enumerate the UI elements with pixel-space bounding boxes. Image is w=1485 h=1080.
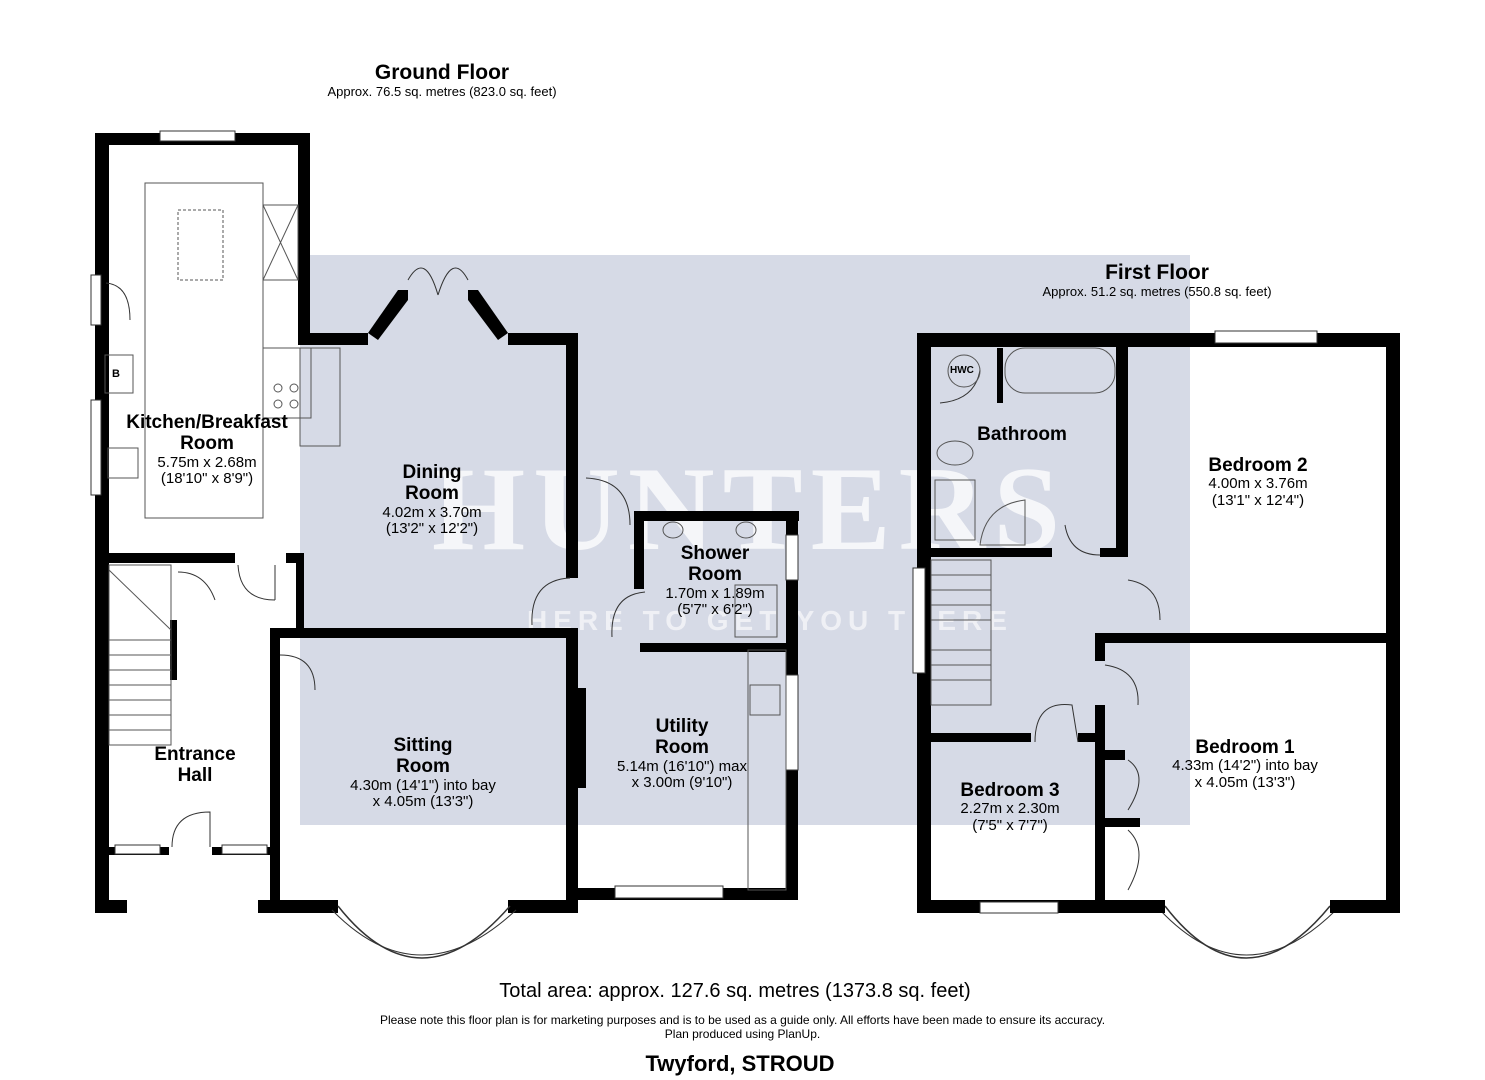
first-floor-windows [912, 330, 1318, 914]
room-entrance-name-1: Entrance [154, 744, 236, 765]
wall-hall-right-upper [296, 553, 304, 628]
ground-floor-fixtures [104, 182, 787, 891]
wall-bath-right [1116, 333, 1128, 553]
wall-left [95, 133, 109, 913]
room-dining: Dining Room 4.02m x 3.70m (13'2" x 12'2"… [352, 462, 512, 538]
wall-bath-bottom [917, 548, 1052, 557]
room-kitchen-dim-2: (18'10" x 8'9") [160, 470, 254, 488]
room-bedroom3-dim-2: (7'5" x 7'7") [972, 817, 1048, 835]
room-dining-name-1: Dining [402, 462, 462, 483]
room-shower-dim-1: 1.70m x 1.89m [665, 584, 765, 602]
room-sitting: Sitting Room 4.30m (14'1") into bay x 4.… [318, 735, 528, 811]
boiler-icon [104, 354, 134, 394]
wall-kitchen-right [298, 133, 310, 345]
room-shower-dim-2: (5'7" x 6'2") [677, 601, 753, 619]
room-utility-name-1: Utility [655, 716, 709, 737]
room-sitting-name-1: Sitting [393, 735, 453, 756]
room-utility-dim-1: 5.14m (16'10") max [617, 757, 747, 775]
room-kitchen-dim-1: 5.75m x 2.68m [157, 453, 257, 471]
room-bedroom1-dim-2: x 4.05m (13'3") [1194, 774, 1296, 792]
wall-bottom-hall-left [95, 900, 127, 913]
room-dining-name-2: Room [405, 483, 459, 505]
hunters-watermark: HUNTERS HERE TO GET YOU THERE [300, 255, 1190, 825]
room-sitting-name-2: Room [396, 756, 450, 778]
room-shower-name-1: Shower [680, 543, 750, 564]
ground-floor-title: Ground Floor [374, 61, 510, 84]
wall-utility-inner [572, 688, 586, 788]
wall-shower-top [634, 511, 799, 521]
wall-bottom-sitting-left [258, 900, 338, 913]
room-bathroom: Bathroom [952, 424, 1092, 445]
room-bedroom3: Bedroom 3 2.27m x 2.30m (7'5" x 7'7") [940, 780, 1080, 835]
room-kitchen: Kitchen/Breakfast Room 5.75m x 2.68m (18… [96, 412, 318, 488]
ground-floor-walls [95, 133, 799, 913]
first-floor-heading: First Floor Approx. 51.2 sq. metres (550… [1002, 261, 1312, 299]
boiler-label: B [112, 368, 120, 380]
wall-shower-left [634, 511, 644, 589]
room-bedroom1-dim-1: 4.33m (14'2") into bay [1172, 757, 1318, 775]
room-sitting-dim-2: x 4.05m (13'3") [372, 793, 474, 811]
total-area: Total area: approx. 127.6 sq. metres (13… [499, 980, 971, 1002]
disclaimer-note: Please note this floor plan is for marke… [379, 1013, 1106, 1027]
wall-kitchen-bottom-2 [286, 553, 300, 563]
room-dining-dim-2: (13'2" x 12'2") [385, 520, 479, 538]
planup-credit: Plan produced using PlanUp. [664, 1027, 821, 1041]
wall-stair-divider [170, 620, 177, 680]
wall-dining-right [566, 333, 578, 578]
room-kitchen-name-1: Kitchen/Breakfast [126, 412, 288, 433]
wall-bed3-top [931, 733, 1031, 742]
room-bedroom2-name: Bedroom 2 [1208, 455, 1308, 476]
wall-sitting-top [270, 628, 578, 638]
room-utility: Utility Room 5.14m (16'10") max x 3.00m … [592, 716, 772, 792]
room-entrance-name-2: Hall [177, 765, 213, 787]
room-bedroom1: Bedroom 1 4.33m (14'2") into bay x 4.05m… [1148, 737, 1342, 792]
wall-ff-right [1386, 333, 1400, 913]
room-shower: Shower Room 1.70m x 1.89m (5'7" x 6'2") [645, 543, 785, 619]
wall-shower-bottom [640, 643, 798, 652]
room-utility-name-2: Room [655, 737, 709, 759]
first-floor-fixtures [930, 347, 1161, 891]
wall-ff-top [917, 333, 1400, 347]
wall-hall-right [270, 633, 280, 913]
bay-windows [331, 267, 1337, 959]
room-kitchen-name-2: Room [180, 433, 234, 455]
room-bedroom1-name: Bedroom 1 [1195, 737, 1295, 758]
ground-floor-windows [90, 130, 799, 899]
room-sitting-dim-1: 4.30m (14'1") into bay [350, 776, 496, 794]
room-bedroom2-dim-2: (13'1" x 12'4") [1211, 492, 1305, 510]
hwc-label: HWC [950, 365, 974, 376]
wall-bed2-bottom [1095, 633, 1400, 643]
hwc-icon [947, 354, 981, 388]
room-bedroom3-dim-1: 2.27m x 2.30m [960, 800, 1060, 818]
first-floor-title: First Floor [1105, 261, 1209, 284]
room-utility-dim-2: x 3.00m (9'10") [631, 774, 733, 792]
room-entrance: Entrance Hall [130, 744, 260, 787]
property-address: Twyford, STROUD [645, 1051, 835, 1076]
room-bedroom2-dim-1: 4.00m x 3.76m [1208, 475, 1308, 493]
wall-ff-bottom-right [1330, 900, 1400, 913]
wall-dining-top-left [298, 333, 368, 345]
room-dining-dim-1: 4.02m x 3.70m [382, 503, 482, 521]
ground-floor-area: Approx. 76.5 sq. metres (823.0 sq. feet) [327, 83, 557, 99]
ground-floor-heading: Ground Floor Approx. 76.5 sq. metres (82… [302, 61, 582, 99]
first-floor-area: Approx. 51.2 sq. metres (550.8 sq. feet) [1042, 283, 1272, 299]
wall-dining-top-right [508, 333, 578, 345]
room-shower-name-2: Room [688, 564, 742, 586]
room-bedroom2: Bedroom 2 4.00m x 3.76m (13'1" x 12'4") [1178, 455, 1338, 510]
wall-kitchen-bottom [95, 553, 235, 563]
room-bathroom-name: Bathroom [977, 424, 1067, 445]
ground-floor-doors [105, 282, 646, 848]
wall-bottom-sitting-right [508, 900, 578, 913]
room-bedroom3-name: Bedroom 3 [960, 780, 1060, 801]
